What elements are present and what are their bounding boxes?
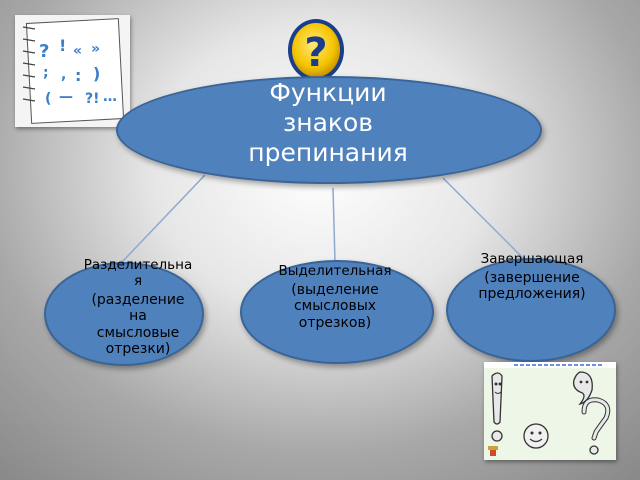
- svg-text:?: ?: [39, 41, 49, 62]
- branch-separating-desc: (разделение на смысловые отрезки): [91, 291, 185, 358]
- punctuation-notepad-image: ? ! « » ; , : ) ( — ?! …: [15, 15, 130, 127]
- svg-text:?: ?: [304, 30, 327, 76]
- branch-node-completing: [446, 258, 616, 362]
- svg-text:—: —: [59, 89, 73, 105]
- branch-completing-desc: (завершение предложения): [478, 269, 586, 303]
- svg-text::: :: [75, 66, 81, 85]
- question-mark-icon: ?: [286, 16, 346, 82]
- branch-node-highlighting: [240, 260, 434, 364]
- svg-text:«: «: [73, 43, 82, 59]
- svg-text:,: ,: [61, 67, 66, 83]
- center-node: [116, 76, 542, 184]
- branch-node-separating: [44, 262, 204, 366]
- branch-separating-label: Разделительная (разделение на смысловые …: [80, 257, 196, 358]
- svg-text:?!: ?!: [85, 91, 100, 107]
- branch-completing-label: Завершающая (завершение предложения): [478, 251, 586, 303]
- branch-separating-name: Разделительная: [83, 257, 193, 289]
- connector-middle: [332, 187, 336, 263]
- svg-text:!: !: [59, 36, 66, 55]
- svg-text:…: …: [103, 89, 117, 105]
- svg-text:(: (: [45, 91, 51, 107]
- svg-text:;: ;: [43, 65, 49, 81]
- branch-highlighting-name: Выделительная: [278, 263, 392, 279]
- svg-text:): ): [93, 64, 100, 83]
- center-node-title: Функции знаков препинания: [248, 78, 408, 167]
- svg-text:»: »: [91, 41, 100, 57]
- branch-highlighting-label: Выделительная (выделение смысловых отрез…: [270, 263, 400, 331]
- branch-completing-name: Завершающая: [480, 251, 584, 267]
- branch-highlighting-desc: (выделение смысловых отрезков): [291, 281, 379, 331]
- connector-left: [121, 174, 206, 263]
- connector-right: [442, 177, 526, 261]
- punctuation-characters-image: [484, 362, 616, 460]
